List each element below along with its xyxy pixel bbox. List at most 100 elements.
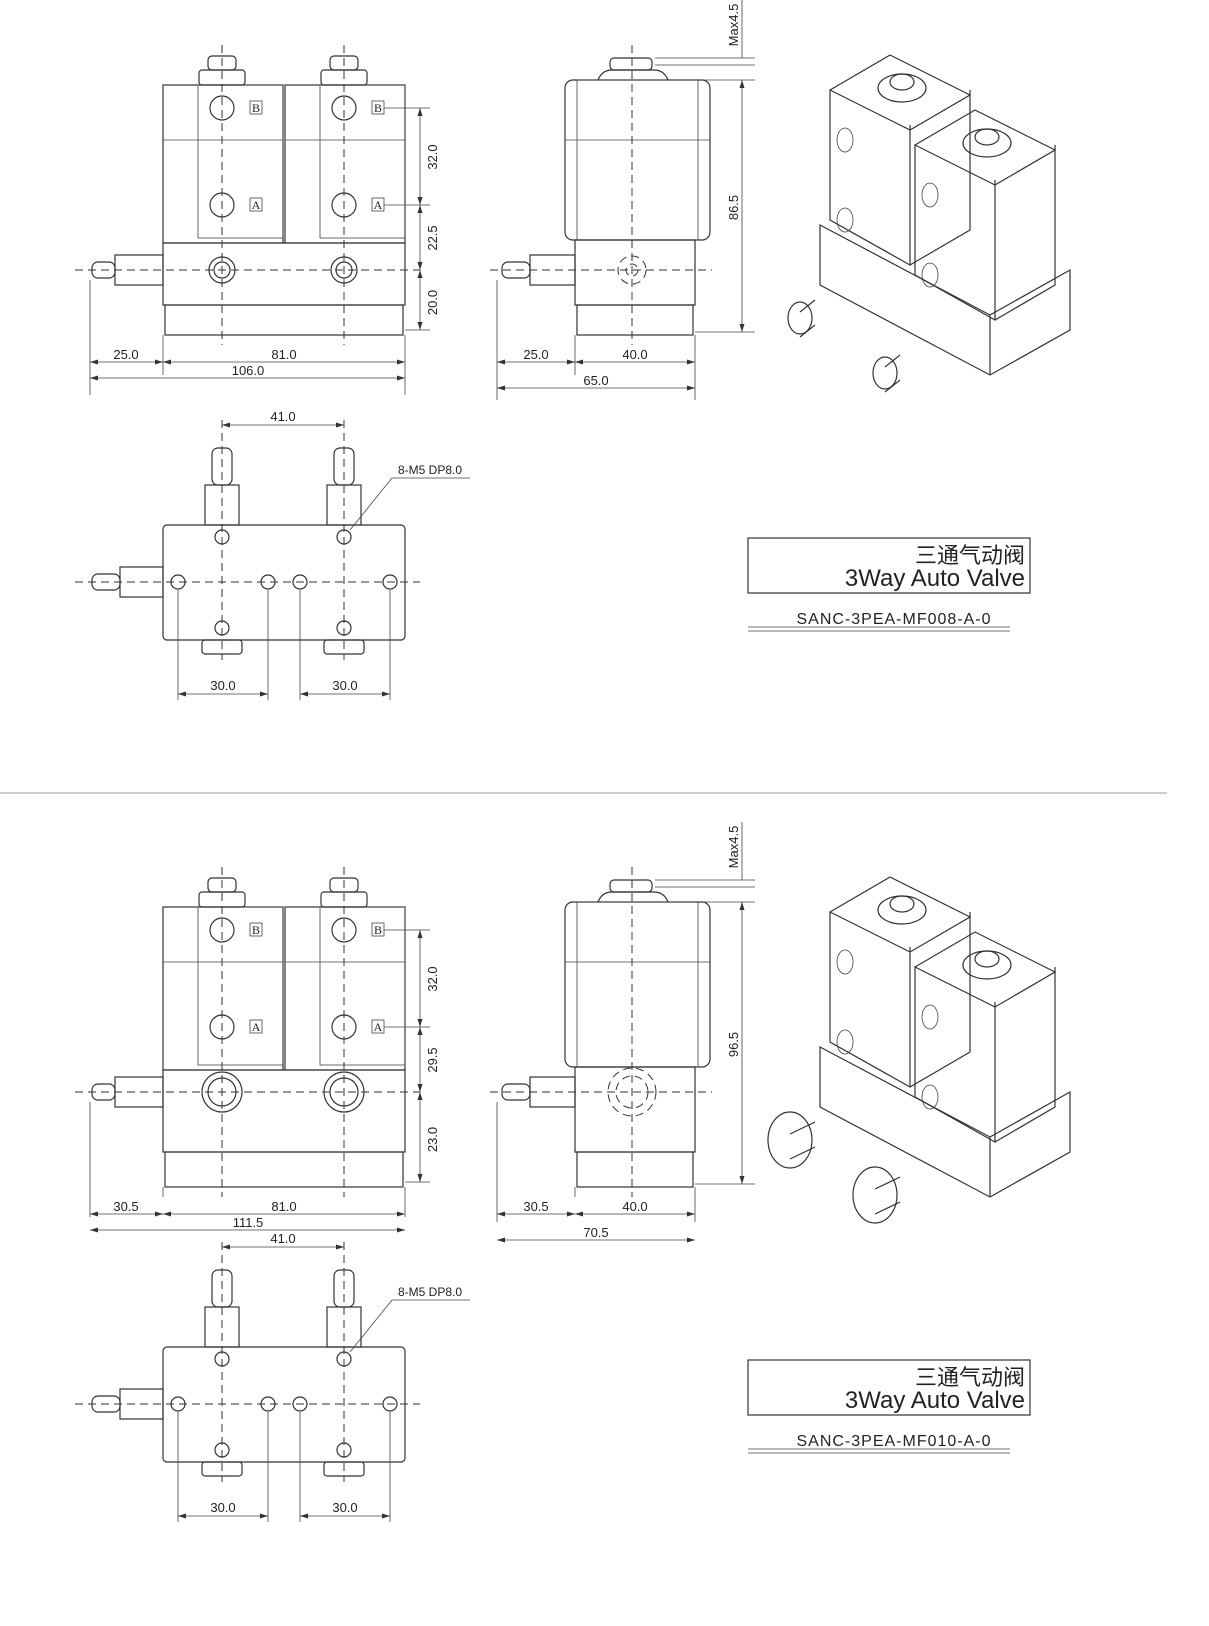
mount-hole: [382, 574, 398, 590]
valve-body: [284, 906, 406, 1071]
port-b-circle: [331, 917, 357, 943]
arrow-icon: [90, 359, 163, 365]
arrow-icon: [90, 1211, 163, 1217]
dim-center-to-bottom: 23.0: [425, 1127, 440, 1152]
side-piston-knob: [609, 879, 653, 893]
port-a-label: A: [374, 1020, 383, 1034]
arrow-icon: [417, 205, 423, 270]
iso-valve-top: [913, 931, 1057, 1008]
title-english: 3Way Auto Valve: [845, 565, 1025, 592]
dim-hole-pitch-left: 30.0: [210, 678, 235, 693]
title-box: [747, 1359, 1031, 1416]
valve-body: [162, 84, 284, 244]
piston-knob: [329, 55, 359, 71]
dim-side-fitting: 25.0: [523, 347, 548, 362]
arrow-icon: [417, 1027, 423, 1092]
port-a-marker: [371, 197, 385, 212]
dim-total-width: 106.0: [232, 363, 265, 378]
port-a-marker: [249, 197, 263, 212]
part-number: SANC-3PEA-MF008-A-0: [796, 611, 991, 628]
iso-piston-knob: [974, 128, 1000, 146]
piston-knob: [329, 877, 359, 893]
mount-hole: [292, 574, 308, 590]
port-a-label: A: [252, 198, 261, 212]
dim-side-body: 40.0: [622, 347, 647, 362]
port-b-label: B: [374, 101, 382, 115]
port-b-circle: [331, 95, 357, 121]
side-piston-cap: [597, 69, 669, 81]
dim-hole-pitch-left: 30.0: [210, 1500, 235, 1515]
side-piston-cap: [597, 891, 669, 903]
valve-plate: [197, 906, 284, 1066]
manifold-base: [162, 242, 406, 306]
dim-side-body: 40.0: [622, 1199, 647, 1214]
port-a-label: A: [374, 198, 383, 212]
side-body: [564, 79, 711, 241]
dim-body-width: 81.0: [271, 347, 296, 362]
thread-callout: 8-M5 DP8.0: [398, 1285, 462, 1299]
iso-valve-body: [829, 90, 971, 267]
mount-hole: [382, 1396, 398, 1412]
port-b-circle: [209, 95, 235, 121]
iso-outlet-fitting: [787, 301, 813, 335]
dim-fitting-length: 25.0: [113, 347, 138, 362]
iso-outlet-fitting: [767, 1111, 813, 1169]
dim-b-to-a: 32.0: [425, 144, 440, 169]
iso-outlet-fitting: [872, 356, 898, 390]
dim-outlet-spacing: 41.0: [270, 409, 295, 424]
port-b-label: B: [374, 923, 382, 937]
arrow-icon: [497, 1211, 575, 1217]
side-plate: [576, 304, 694, 336]
arrow-icon: [497, 359, 575, 365]
iso-outlet-fitting: [852, 1166, 898, 1224]
iso-piston-knob: [889, 895, 915, 913]
valve-body: [284, 84, 406, 244]
dim-side-height: 86.5: [726, 195, 741, 220]
dim-hole-pitch-right: 30.0: [332, 678, 357, 693]
side-plate: [576, 1151, 694, 1188]
port-a-marker: [249, 1019, 263, 1034]
piston-knob: [207, 877, 237, 893]
port-a-label: A: [252, 1020, 261, 1034]
side-body: [564, 901, 711, 1068]
title-box: [747, 537, 1031, 594]
side-base: [574, 239, 696, 306]
dim-side-fitting: 30.5: [523, 1199, 548, 1214]
manifold-base: [162, 1069, 406, 1153]
port-b-label: B: [252, 101, 260, 115]
valve-body: [162, 906, 284, 1071]
isometric-view: [767, 876, 1071, 1224]
iso-piston: [877, 895, 927, 925]
port-b-marker: [371, 922, 385, 937]
iso-valve-top: [828, 54, 972, 131]
title-chinese: 三通气动阀: [915, 544, 1025, 569]
dim-outlet-spacing: 41.0: [270, 1231, 295, 1246]
port-b-marker: [371, 100, 385, 115]
iso-piston: [877, 73, 927, 103]
outlet-port-inner: [213, 261, 231, 279]
dim-side-total: 70.5: [583, 1225, 608, 1240]
mount-hole: [292, 1396, 308, 1412]
iso-valve-top: [828, 876, 972, 953]
dim-body-width: 81.0: [271, 1199, 296, 1214]
bottom-view: 41.0 8-M5 DP8.0 30.0 30.0: [75, 1231, 470, 1522]
iso-manifold-base: [819, 1046, 1071, 1198]
port-a-marker: [371, 1019, 385, 1034]
side-base: [574, 1066, 696, 1153]
iso-piston-knob: [889, 73, 915, 91]
part-number: SANC-3PEA-MF010-A-0: [796, 1433, 991, 1450]
hidden-port: [607, 1067, 657, 1117]
port-b-marker: [249, 100, 263, 115]
dim-side-height: 96.5: [726, 1032, 741, 1057]
dim-a-to-center: 29.5: [425, 1047, 440, 1072]
port-b-label: B: [252, 923, 260, 937]
port-b-circle: [209, 917, 235, 943]
dim-hole-pitch-right: 30.0: [332, 1500, 357, 1515]
thread-leader: [349, 1299, 393, 1353]
